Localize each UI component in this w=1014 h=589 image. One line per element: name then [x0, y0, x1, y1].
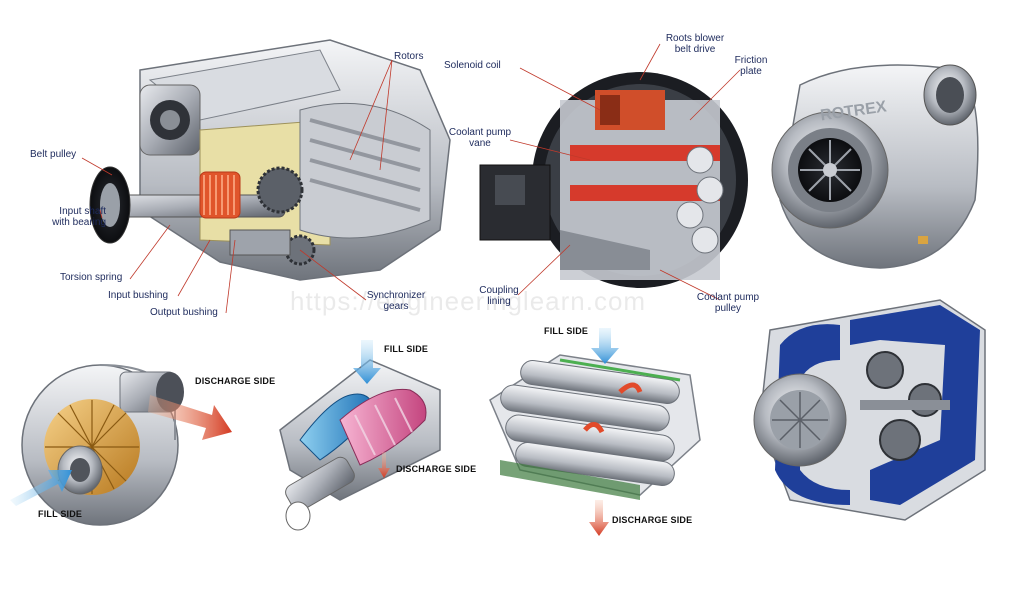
label-coupling-lining: Coupling lining	[479, 285, 519, 307]
label-belt-pulley: Belt pulley	[30, 149, 77, 160]
roots-illustration	[489, 354, 701, 500]
label-input-shaft: Input shaft with bearing	[52, 206, 106, 228]
centrifugal-illustration	[21, 364, 184, 526]
rotrex-supercharger	[771, 64, 979, 269]
twin-screw-arrows	[353, 340, 390, 478]
label-torsion-spring: Torsion spring	[60, 272, 123, 283]
label-solenoid-coil: Solenoid coil	[444, 60, 501, 71]
roots-discharge-label: DISCHARGE SIDE	[612, 515, 693, 525]
twin-screw-discharge-label: DISCHARGE SIDE	[396, 464, 477, 474]
label-rotors: Rotors	[394, 51, 424, 62]
centrifugal-discharge-label: DISCHARGE SIDE	[195, 376, 276, 386]
clutch-cutaway	[479, 72, 748, 288]
label-output-bushing: Output bushing	[150, 307, 218, 318]
roots-fill-label: FILL SIDE	[544, 326, 589, 336]
supercharger-leaders	[81, 59, 393, 314]
twin-screw-illustration	[279, 359, 441, 531]
label-coolant-pump-vane: Coolant pump vane	[448, 127, 512, 149]
label-coolant-pump-pulley: Coolant pump pulley	[696, 292, 760, 314]
clutch-leaders	[509, 43, 741, 301]
blue-housing-cutaway	[753, 299, 986, 521]
roots-arrows	[589, 328, 619, 536]
label-friction-plate: Friction plate	[734, 55, 768, 77]
supercharger-cutaway	[89, 39, 451, 281]
centrifugal-fill-label: FILL SIDE	[38, 509, 83, 519]
watermark: https://engineeringlearn.com	[290, 286, 647, 316]
label-input-bushing: Input bushing	[108, 290, 169, 301]
centrifugal-arrows	[10, 395, 232, 506]
label-roots-blower: Roots blower belt drive	[665, 33, 725, 55]
twin-screw-fill-label: FILL SIDE	[384, 344, 429, 354]
label-synchronizer-gears: Synchronizer gears	[366, 290, 426, 312]
